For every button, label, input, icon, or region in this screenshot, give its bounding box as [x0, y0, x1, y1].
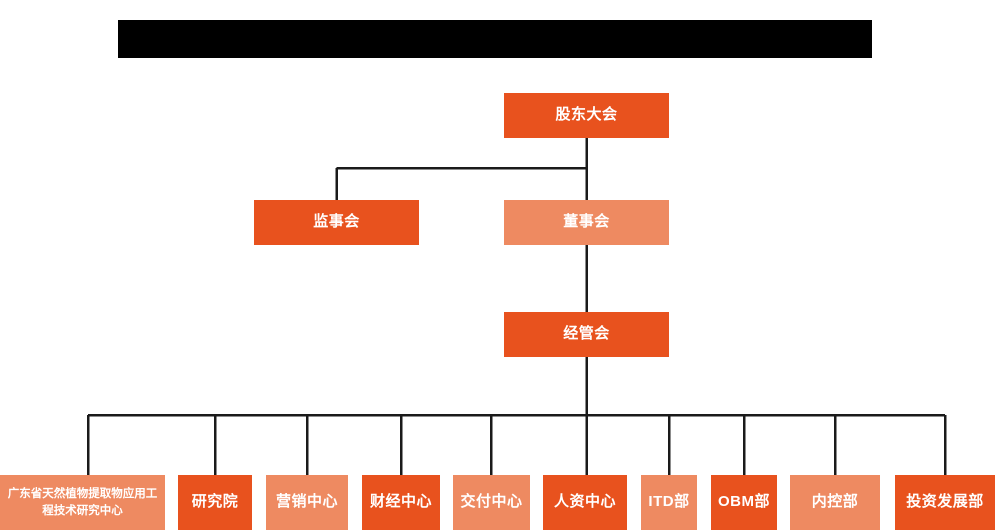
node-label: 交付中心 — [460, 493, 523, 511]
node-label: 人资中心 — [553, 493, 616, 511]
node-board-of-supervisors[interactable]: 监事会 — [254, 200, 419, 245]
node-department-itd[interactable]: ITD部 — [641, 475, 697, 530]
node-label: 财经中心 — [369, 493, 432, 511]
node-shareholders-meeting[interactable]: 股东大会 — [504, 93, 669, 138]
node-department-obm[interactable]: OBM部 — [711, 475, 777, 530]
node-board-of-directors[interactable]: 董事会 — [504, 200, 669, 245]
node-label: 内控部 — [811, 493, 859, 511]
node-label: ITD部 — [648, 493, 690, 511]
node-department-institute[interactable]: 研究院 — [178, 475, 252, 530]
node-label: 经管会 — [563, 325, 610, 343]
node-management-committee[interactable]: 经管会 — [504, 312, 669, 357]
node-label: 董事会 — [563, 213, 610, 231]
node-department-delivery-center[interactable]: 交付中心 — [453, 475, 530, 530]
node-label: 营销中心 — [275, 493, 338, 511]
node-label: 投资发展部 — [906, 493, 984, 511]
node-department-investment-development[interactable]: 投资发展部 — [895, 475, 995, 530]
redacted-title-bar — [118, 20, 872, 58]
node-department-internal-control[interactable]: 内控部 — [790, 475, 880, 530]
node-label: 研究院 — [191, 493, 239, 511]
node-label: 股东大会 — [555, 106, 618, 124]
node-department-hr-center[interactable]: 人资中心 — [543, 475, 627, 530]
node-department-research-center[interactable]: 广东省天然植物提取物应用工程技术研究中心 — [0, 475, 165, 530]
node-department-marketing-center[interactable]: 营销中心 — [266, 475, 348, 530]
node-department-finance-center[interactable]: 财经中心 — [362, 475, 440, 530]
node-label: 广东省天然植物提取物应用工程技术研究中心 — [7, 487, 158, 517]
node-label: 监事会 — [313, 213, 360, 231]
node-label: OBM部 — [718, 493, 770, 511]
